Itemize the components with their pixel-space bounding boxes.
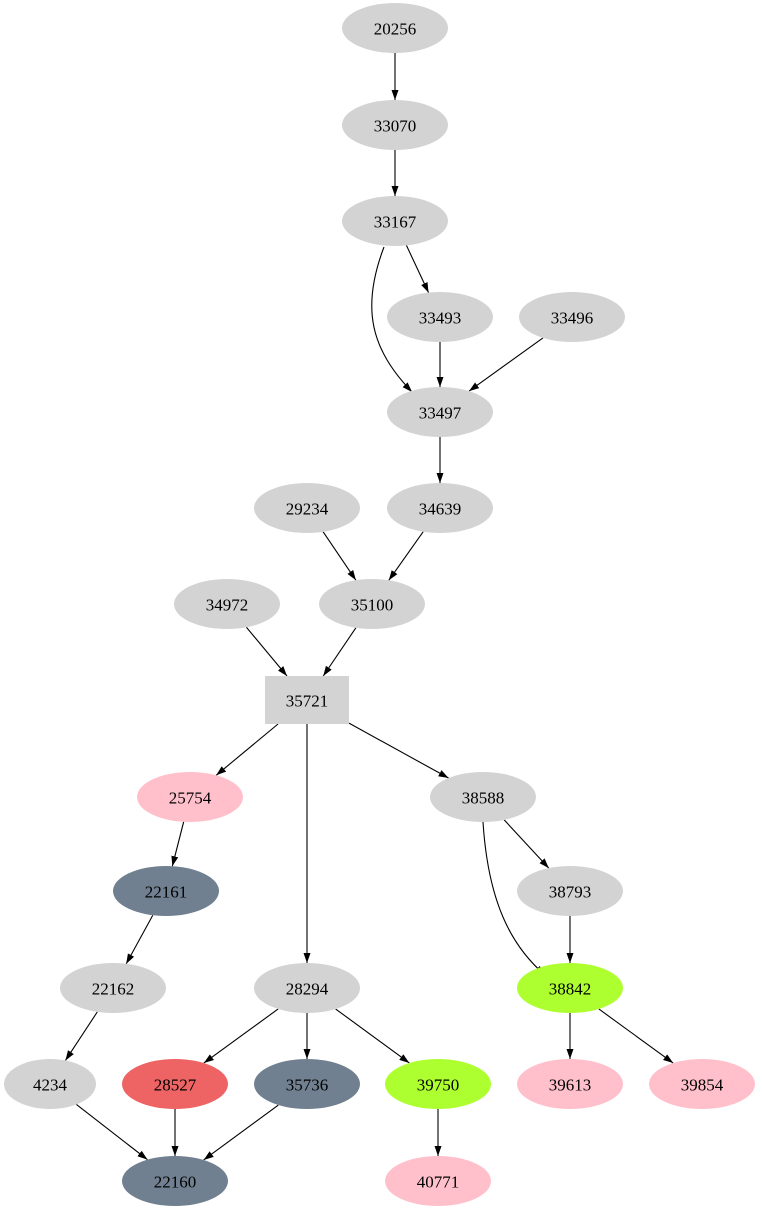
- node-shape: [4, 1059, 96, 1109]
- node-39613[interactable]: 39613: [517, 1059, 623, 1109]
- node-label: 33167: [374, 213, 417, 232]
- node-label: 33497: [419, 404, 462, 423]
- node-shape: [254, 483, 360, 533]
- node-shape: [430, 772, 536, 822]
- node-shape: [137, 772, 243, 822]
- node-label: 25754: [169, 789, 212, 808]
- node-38588[interactable]: 38588: [430, 772, 536, 822]
- node-label: 34639: [419, 500, 462, 519]
- node-shape: [385, 1059, 491, 1109]
- node-label: 28294: [286, 980, 329, 999]
- node-label: 39750: [417, 1076, 460, 1095]
- node-33070[interactable]: 33070: [342, 100, 448, 150]
- node-shape: [517, 866, 623, 916]
- node-shape: [342, 3, 448, 53]
- node-label: 28527: [154, 1076, 197, 1095]
- node-40771[interactable]: 40771: [385, 1156, 491, 1206]
- node-35100[interactable]: 35100: [319, 579, 425, 629]
- edge-35721-to-25754: [215, 723, 279, 776]
- edge-28294-to-28527: [203, 1008, 279, 1064]
- node-shape: [254, 963, 360, 1013]
- node-label: 39854: [681, 1076, 724, 1095]
- edge-33496-to-33497: [468, 337, 544, 392]
- node-33493[interactable]: 33493: [387, 292, 493, 342]
- edge-34972-to-35721: [245, 626, 288, 677]
- node-29234[interactable]: 29234: [254, 483, 360, 533]
- edge-4234-to-22160: [76, 1104, 148, 1161]
- node-shape: [517, 1059, 623, 1109]
- node-20256[interactable]: 20256: [342, 3, 448, 53]
- edge-33167-to-33493: [405, 245, 430, 293]
- node-28294[interactable]: 28294: [254, 963, 360, 1013]
- edge-22162-to-4234: [64, 1011, 98, 1061]
- node-33496[interactable]: 33496: [519, 292, 625, 342]
- node-shape: [385, 1156, 491, 1206]
- node-34972[interactable]: 34972: [174, 579, 280, 629]
- node-shape: [174, 579, 280, 629]
- node-label: 20256: [374, 20, 417, 39]
- node-shape: [649, 1059, 755, 1109]
- edge-29234-to-35100: [322, 531, 357, 581]
- node-label: 22162: [92, 980, 135, 999]
- node-label: 29234: [286, 500, 329, 519]
- edge-35100-to-35721: [322, 627, 357, 677]
- node-label: 33070: [374, 117, 417, 136]
- node-shape: [122, 1059, 228, 1109]
- node-shape: [342, 100, 448, 150]
- edge-34639-to-35100: [388, 531, 424, 581]
- node-22160[interactable]: 22160: [122, 1156, 228, 1206]
- node-label: 39613: [549, 1076, 592, 1095]
- node-label: 38588: [462, 789, 505, 808]
- node-22161[interactable]: 22161: [113, 866, 219, 916]
- node-38842[interactable]: 38842: [517, 963, 623, 1013]
- node-shape: [387, 387, 493, 437]
- node-label: 35736: [286, 1076, 329, 1095]
- node-label: 38793: [549, 883, 592, 902]
- node-39854[interactable]: 39854: [649, 1059, 755, 1109]
- node-25754[interactable]: 25754: [137, 772, 243, 822]
- node-label: 34972: [206, 596, 249, 615]
- node-shape: [122, 1156, 228, 1206]
- node-34639[interactable]: 34639: [387, 483, 493, 533]
- node-shape: [519, 292, 625, 342]
- node-4234[interactable]: 4234: [4, 1059, 96, 1109]
- node-35736[interactable]: 35736: [254, 1059, 360, 1109]
- edge-33167-to-33497: [371, 246, 413, 393]
- node-39750[interactable]: 39750: [385, 1059, 491, 1109]
- node-label: 38842: [549, 980, 592, 999]
- node-33167[interactable]: 33167: [342, 196, 448, 246]
- node-label: 4234: [33, 1076, 68, 1095]
- node-shape: [342, 196, 448, 246]
- edge-25754-to-22161: [171, 821, 185, 867]
- node-shape: [319, 579, 425, 629]
- node-33497[interactable]: 33497: [387, 387, 493, 437]
- node-label: 33493: [419, 309, 462, 328]
- edge-35736-to-22160: [203, 1104, 279, 1161]
- node-38793[interactable]: 38793: [517, 866, 623, 916]
- node-label: 35100: [351, 596, 394, 615]
- node-label: 22161: [145, 883, 188, 902]
- node-label: 40771: [417, 1173, 460, 1192]
- node-35721[interactable]: 35721: [265, 676, 349, 724]
- edge-28294-to-39750: [335, 1008, 410, 1064]
- node-label: 35721: [286, 692, 329, 711]
- node-shape: [113, 866, 219, 916]
- node-shape: [254, 1059, 360, 1109]
- node-shape: [387, 483, 493, 533]
- nodes-layer: 20256 33070 33167 33493 33496 33497 29234 34639…: [4, 3, 755, 1206]
- edge-35721-to-38588: [348, 722, 449, 779]
- node-shape: [387, 292, 493, 342]
- node-shape: [517, 963, 623, 1013]
- edge-38588-to-38842: [482, 821, 546, 976]
- node-label: 22160: [154, 1173, 197, 1192]
- node-label: 33496: [551, 309, 594, 328]
- node-28527[interactable]: 28527: [122, 1059, 228, 1109]
- edge-38842-to-39854: [598, 1008, 674, 1064]
- edge-38588-to-38793: [503, 819, 550, 869]
- node-shape: [60, 963, 166, 1013]
- edges-layer: [64, 53, 674, 1161]
- edge-22161-to-22162: [125, 914, 154, 965]
- node-22162[interactable]: 22162: [60, 963, 166, 1013]
- node-shape: [265, 676, 349, 724]
